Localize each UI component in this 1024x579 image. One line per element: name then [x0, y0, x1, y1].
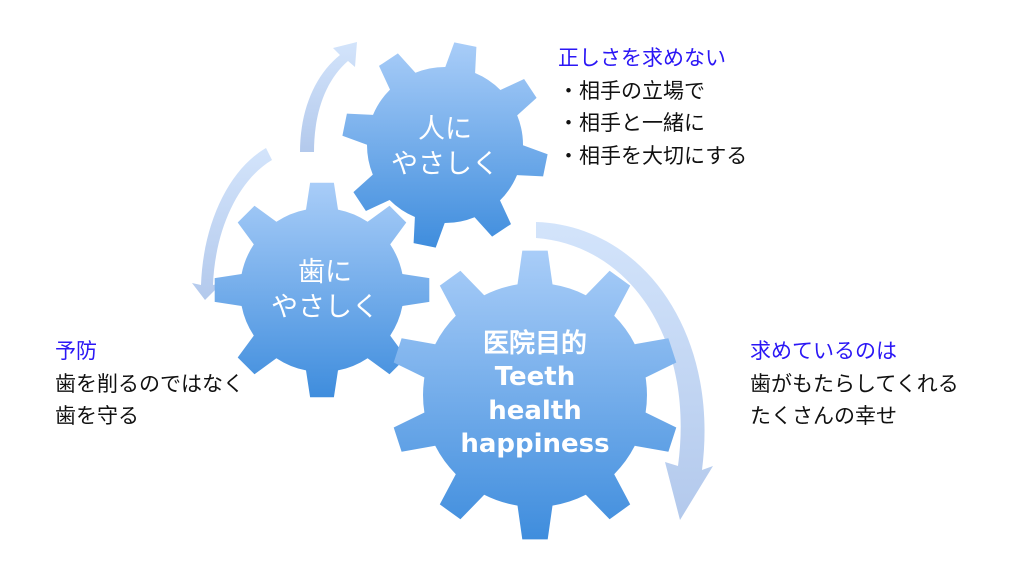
note-item: たくさんの幸せ [750, 404, 897, 429]
note-item: ・相手の立場で [558, 78, 705, 103]
note-item: 歯を守る [55, 404, 139, 429]
gear-text: 人に [418, 114, 472, 145]
cycle-arrow-right [536, 222, 713, 520]
gear-text: やさしく [391, 149, 499, 181]
note-item: ・相手と一緒に [558, 111, 705, 136]
gear-label-top: 人に やさしく [385, 112, 505, 182]
gear-text: 医院目的 [482, 329, 587, 359]
gear-label-left: 歯に やさしく [265, 255, 385, 325]
note-top-right: 正しさを求めない ・相手の立場で ・相手と一緒に ・相手を大切にする [558, 42, 747, 172]
gear-top-icon [342, 42, 548, 248]
note-item: 歯がもたらしてくれる [750, 371, 959, 396]
gear-text: やさしく [271, 292, 379, 324]
cycle-arrow-down [192, 148, 272, 300]
gear-text: health [488, 395, 582, 426]
cycle-arrow-up [300, 42, 357, 152]
note-heading: 予防 [55, 339, 97, 363]
gear-text: happiness [460, 428, 610, 459]
gear-center-icon [393, 250, 677, 540]
note-left: 予防 歯を削るのではなく 歯を守る [55, 335, 244, 433]
note-heading: 正しさを求めない [558, 46, 726, 70]
gear-text: 歯に [298, 257, 352, 288]
gear-left-icon [214, 182, 430, 398]
gear-label-center: 医院目的 Teeth health happiness [455, 328, 615, 461]
gear-text: Teeth [494, 362, 576, 393]
note-heading: 求めているのは [750, 339, 897, 363]
note-item: 歯を削るのではなく [55, 371, 244, 396]
note-item: ・相手を大切にする [558, 143, 748, 168]
note-right: 求めているのは 歯がもたらしてくれる たくさんの幸せ [750, 335, 959, 433]
